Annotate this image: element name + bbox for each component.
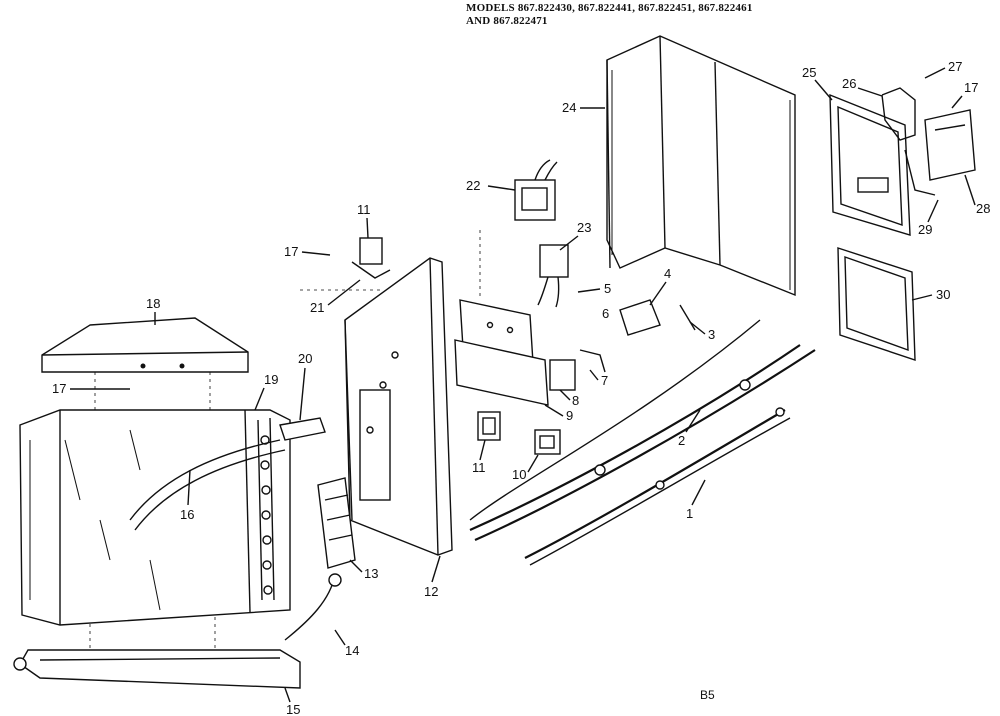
callout-14: 14 — [345, 643, 359, 658]
callout-9: 9 — [566, 408, 573, 423]
part-30-panel — [837, 247, 916, 361]
part-22-contactor — [514, 159, 558, 221]
callout-24: 24 — [562, 100, 576, 115]
part-11-terminal-block-lower — [477, 411, 501, 441]
callout-16: 16 — [180, 507, 194, 522]
callout-17-right: 17 — [964, 80, 978, 95]
callout-3: 3 — [708, 327, 715, 342]
part-19-coil-fins — [257, 417, 275, 601]
callout-labels: 1 2 3 4 5 6 7 8 9 10 11 11 12 13 14 15 1… — [52, 59, 990, 716]
callout-17-upper: 17 — [284, 244, 298, 259]
part-16-condenser-coil-cabinet — [19, 409, 291, 626]
part-18-top-cover — [41, 317, 249, 373]
callout-15: 15 — [286, 702, 300, 716]
part-15-base-pan — [13, 649, 301, 689]
callout-12: 12 — [424, 584, 438, 599]
part-20-bracket — [279, 417, 326, 441]
callout-5: 5 — [604, 281, 611, 296]
callout-2: 2 — [678, 433, 685, 448]
part-21-clip — [351, 261, 391, 279]
part-13-connector-block — [317, 477, 356, 569]
callout-13: 13 — [364, 566, 378, 581]
part-25-rear-panel — [829, 93, 911, 236]
part-1-tube — [524, 407, 791, 566]
part-2-tube-assembly — [469, 319, 816, 542]
part-26-28-bracket — [881, 87, 976, 196]
callout-18: 18 — [146, 296, 160, 311]
callout-30: 30 — [936, 287, 950, 302]
callout-17-left: 17 — [52, 381, 66, 396]
alignment-lines — [89, 230, 481, 650]
part-7-8-mounting-plate — [454, 299, 549, 406]
callout-11-upper: 11 — [357, 202, 371, 217]
part-4-bracket — [619, 299, 696, 336]
callout-11-lower: 11 — [472, 460, 486, 475]
part-23-relay — [537, 244, 569, 308]
callout-22: 22 — [466, 178, 480, 193]
callout-20: 20 — [298, 351, 312, 366]
part-10-switch — [534, 429, 561, 455]
models-header-line-2: AND 867.822471 — [466, 15, 548, 27]
part-11-terminal-block-upper — [359, 237, 383, 265]
callout-19: 19 — [264, 372, 278, 387]
callout-23: 23 — [577, 220, 591, 235]
callout-1: 1 — [686, 506, 693, 521]
callout-8: 8 — [572, 393, 579, 408]
callout-7: 7 — [601, 373, 608, 388]
part-8-capacitor — [549, 349, 606, 391]
callout-6: 6 — [602, 306, 609, 321]
callout-4: 4 — [664, 266, 671, 281]
callout-10: 10 — [512, 467, 526, 482]
part-24-side-panel — [606, 35, 796, 297]
callout-27: 27 — [948, 59, 962, 74]
callout-28: 28 — [976, 201, 990, 216]
page-number: B5 — [700, 688, 715, 702]
callout-26: 26 — [842, 76, 856, 91]
models-header-line-1: MODELS 867.822430, 867.822441, 867.82245… — [466, 2, 753, 14]
callout-29: 29 — [918, 222, 932, 237]
callout-25: 25 — [802, 65, 816, 80]
part-14-wire-lead — [284, 573, 342, 641]
callout-21: 21 — [310, 300, 324, 315]
part-12-control-panel — [344, 257, 453, 556]
